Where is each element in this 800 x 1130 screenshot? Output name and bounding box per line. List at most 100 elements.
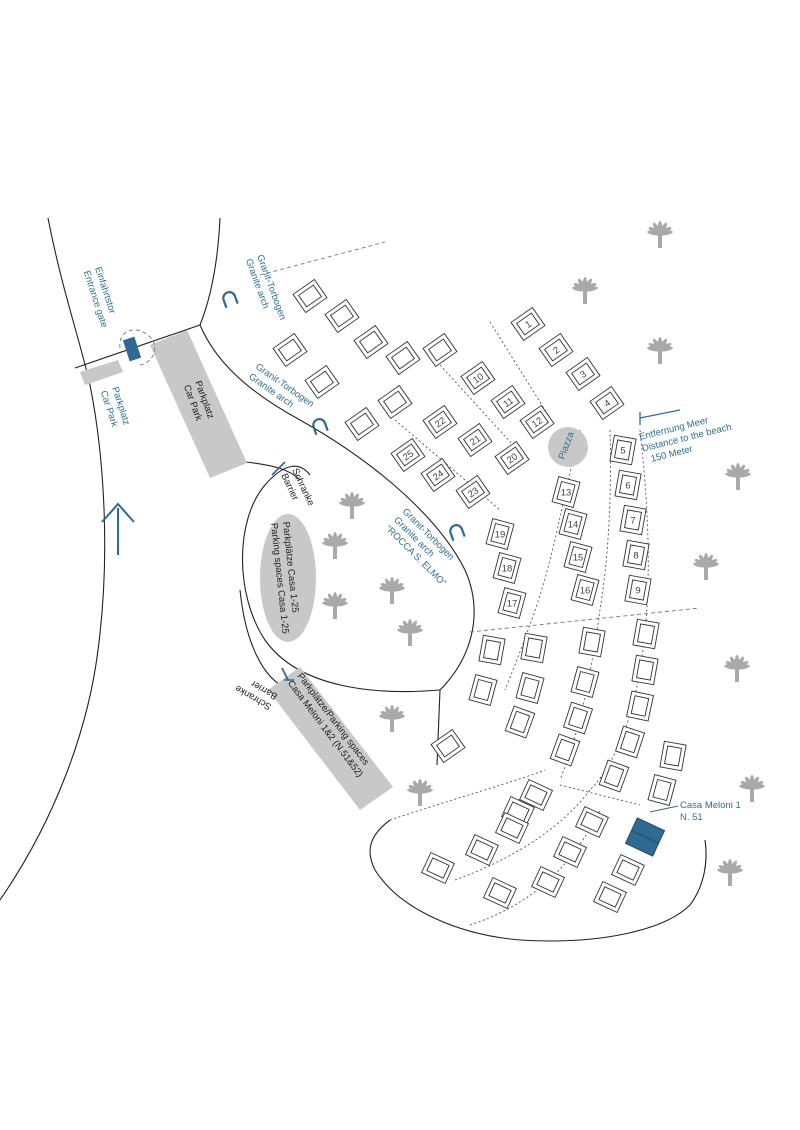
label-line: N. 51 — [680, 812, 703, 823]
house — [578, 626, 606, 658]
house-number: 19 — [495, 530, 506, 541]
palm-tree-icon — [339, 492, 365, 519]
house — [385, 340, 421, 376]
house — [353, 324, 389, 360]
palm-tree-icon — [322, 592, 348, 619]
palm-tree-icon — [693, 553, 719, 580]
house-25: 25 — [390, 437, 426, 473]
house-12: 12 — [519, 404, 555, 440]
house-4: 4 — [589, 385, 625, 421]
house — [482, 876, 518, 910]
house-number: 7 — [630, 516, 635, 527]
car-park-main — [150, 330, 247, 478]
entrance-gate — [119, 329, 156, 366]
parking-casa-area — [260, 514, 316, 642]
house-22: 22 — [422, 404, 458, 440]
house — [549, 733, 581, 767]
house — [610, 853, 646, 887]
house — [570, 666, 600, 698]
label-distance: Entfernung Meer Distance to the beach 15… — [638, 415, 733, 465]
label-granite-arch-1: Granit-Torbogen Granite arch — [243, 253, 288, 321]
house-1: 1 — [510, 306, 546, 342]
house-number: 2 — [551, 345, 562, 357]
house — [478, 634, 506, 666]
house — [468, 674, 498, 706]
house — [377, 384, 413, 420]
house — [430, 728, 466, 764]
house-8: 8 — [622, 539, 650, 571]
palm-tree-icon — [647, 337, 673, 364]
house-number: 20 — [505, 451, 520, 466]
house-14: 14 — [558, 508, 588, 540]
palm-tree-icon — [717, 859, 743, 886]
house-11: 11 — [490, 384, 526, 420]
house-number: 6 — [625, 481, 630, 492]
house-number: 24 — [431, 468, 446, 483]
house — [272, 332, 308, 368]
barrier-icon — [281, 667, 289, 681]
piazza-circle — [548, 427, 588, 467]
palm-tree-icon — [739, 775, 765, 802]
house — [631, 654, 659, 686]
palm-trees — [322, 221, 765, 886]
house-number: 10 — [471, 371, 486, 386]
granite-arch-icon — [449, 524, 466, 542]
label-line: Casa Meloni 1 — [680, 800, 741, 811]
roads — [0, 217, 707, 942]
arch-icons — [222, 291, 466, 542]
house-24: 24 — [420, 457, 456, 493]
barrier-icon — [271, 461, 286, 476]
palm-tree-icon — [572, 277, 598, 304]
house — [422, 332, 458, 368]
house-number: 14 — [568, 520, 579, 531]
house — [598, 759, 630, 793]
house-10: 10 — [460, 360, 496, 396]
house-casa-meloni-1 — [624, 817, 666, 857]
house-number: 9 — [635, 586, 640, 597]
footpaths — [389, 321, 649, 926]
house-number: 23 — [466, 485, 481, 500]
granite-arch-icon — [312, 418, 329, 436]
numbered-houses: 1 2 3 4 5 6 7 8 9 10 11 12 13 14 15 16 1… — [390, 306, 666, 857]
house — [562, 701, 594, 735]
house-number: 4 — [602, 398, 613, 410]
palm-tree-icon — [647, 221, 673, 248]
house-16: 16 — [570, 574, 600, 606]
house — [324, 298, 360, 334]
house-number: 12 — [530, 415, 545, 430]
house — [626, 690, 654, 722]
label-granite-arch-3: Granit-Torbogen Granite arch “ROCCA S. E… — [383, 506, 456, 588]
house-23: 23 — [455, 474, 491, 510]
house — [659, 740, 687, 772]
house — [530, 865, 566, 899]
barriers — [271, 461, 294, 681]
house-number: 3 — [578, 369, 589, 381]
house — [420, 851, 456, 885]
parking-areas — [80, 330, 588, 810]
house-number: 22 — [433, 415, 448, 430]
palm-tree-icon — [379, 577, 405, 604]
house-number: 1 — [523, 319, 534, 331]
direction-arrow-icon — [101, 502, 135, 555]
house-number: 8 — [633, 551, 638, 562]
house — [647, 774, 677, 806]
house-number: 5 — [620, 446, 625, 457]
house — [494, 811, 530, 845]
house-2: 2 — [538, 332, 574, 368]
house-3: 3 — [565, 356, 601, 392]
palm-tree-icon — [322, 532, 348, 559]
parking-meloni-area — [268, 667, 393, 810]
label-schranke-2: Schranke Barrier — [233, 678, 279, 712]
label-car-park-small: Parkplatz Car Park — [98, 386, 132, 429]
house-7: 7 — [619, 504, 647, 536]
granite-arch-icon — [222, 291, 239, 309]
house-17: 17 — [497, 587, 527, 619]
palm-tree-icon — [379, 705, 405, 732]
boundaries — [259, 241, 701, 633]
house — [614, 725, 646, 759]
house-9: 9 — [624, 574, 652, 606]
house — [574, 805, 610, 839]
house-18: 18 — [492, 552, 522, 584]
house-number: 15 — [573, 553, 584, 564]
